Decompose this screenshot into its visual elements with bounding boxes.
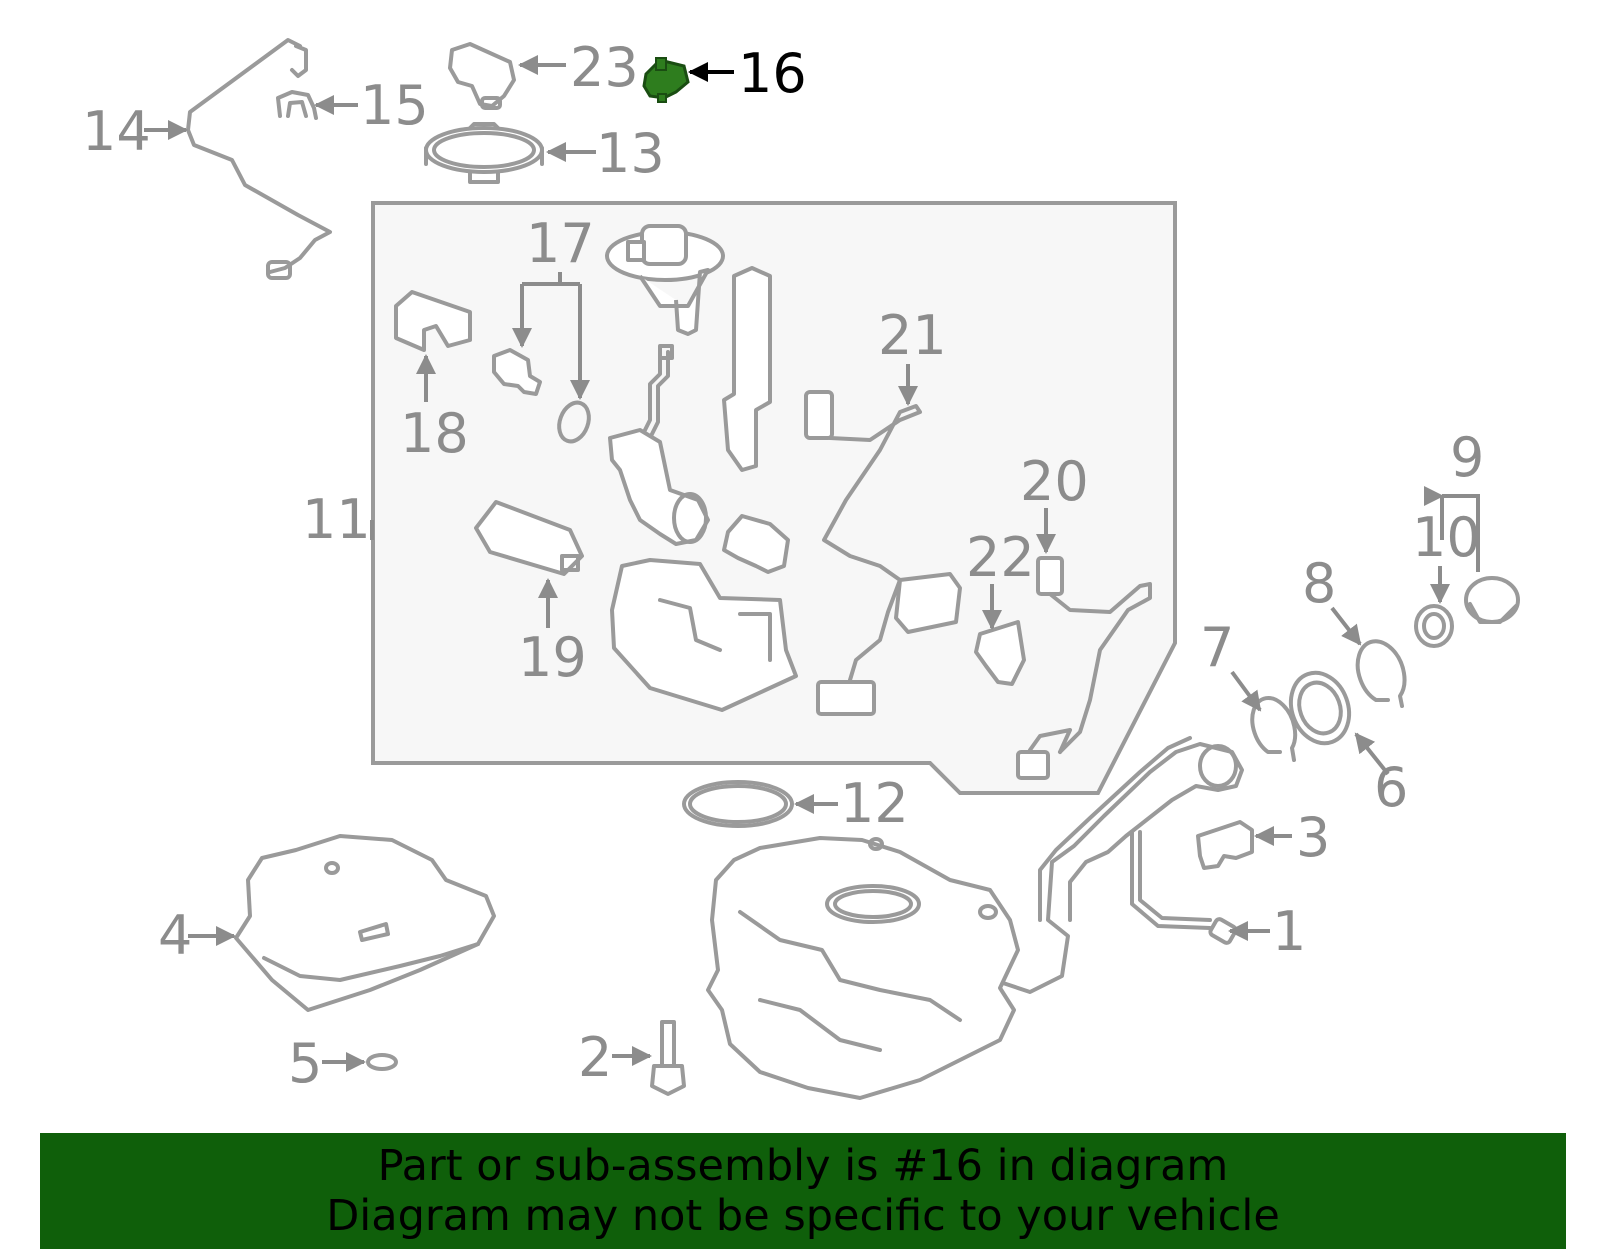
callout-8: 8: [1302, 552, 1336, 615]
callout-3: 3: [1296, 806, 1330, 869]
callout-23: 23: [570, 36, 639, 99]
callout-13: 13: [596, 122, 665, 185]
part-regulator: [722, 514, 790, 574]
callout-12: 12: [840, 772, 909, 835]
callout-14: 14: [82, 100, 151, 163]
part-18-bracket: [394, 290, 472, 352]
callout-21: 21: [878, 304, 947, 367]
callout-17: 17: [526, 212, 595, 275]
callout-22: 22: [966, 526, 1035, 589]
part-13-lock-ring: [424, 122, 544, 184]
part-2-bolt: [650, 1020, 686, 1096]
part-22-connector: [974, 620, 1026, 686]
part-8-snap-ring: [1355, 639, 1407, 708]
part-7-snap-ring: [1250, 696, 1298, 762]
part-10-ring: [1414, 604, 1454, 648]
part-pump-body: [608, 344, 710, 546]
part-20-harness: [1016, 556, 1152, 780]
callout-20: 20: [1020, 450, 1089, 513]
callout-9: 9: [1450, 426, 1484, 489]
part-19-filter: [474, 500, 584, 576]
info-banner: Part or sub-assembly is #16 in diagram D…: [40, 1133, 1566, 1249]
callout-1: 1: [1272, 900, 1306, 963]
callout-11: 11: [302, 488, 371, 551]
callout-2: 2: [578, 1026, 612, 1089]
part-filler-neck: [998, 736, 1244, 994]
inset-assembly-box: [371, 201, 1177, 795]
callout-7: 7: [1200, 616, 1234, 679]
part-pump-flange: [605, 224, 725, 336]
part-5-grommet: [366, 1053, 398, 1071]
callout-18: 18: [400, 402, 469, 465]
part-reservoir: [610, 558, 798, 712]
callout-labels: 1 2 3 4 5 6 7 8 9 10 11 12 13 14 15 16 1…: [82, 36, 1484, 1095]
part-4-shield: [234, 834, 496, 1012]
part-fuel-tank: [706, 836, 1020, 1100]
part-9-cap: [1464, 576, 1520, 624]
banner-line-1: Part or sub-assembly is #16 in diagram: [377, 1141, 1229, 1191]
part-16-highlighted: [642, 57, 690, 103]
callout-19: 19: [518, 626, 587, 689]
part-12-gasket: [682, 780, 794, 828]
part-23-sensor: [448, 42, 516, 110]
part-level-sender: [722, 266, 772, 472]
part-15-clip: [276, 90, 318, 120]
callout-10: 10: [1412, 506, 1481, 569]
callout-6: 6: [1374, 756, 1408, 819]
callout-5: 5: [288, 1032, 322, 1095]
part-6-seal: [1288, 670, 1352, 746]
callout-15: 15: [360, 74, 429, 137]
callout-4: 4: [158, 904, 192, 967]
banner-line-2: Diagram may not be specific to your vehi…: [326, 1191, 1280, 1241]
part-14-vent-tube: [186, 38, 332, 280]
callout-16: 16: [738, 42, 807, 105]
leader-lines: [144, 55, 1480, 1072]
part-21-harness: [804, 390, 962, 716]
part-3-bracket: [1196, 820, 1254, 870]
